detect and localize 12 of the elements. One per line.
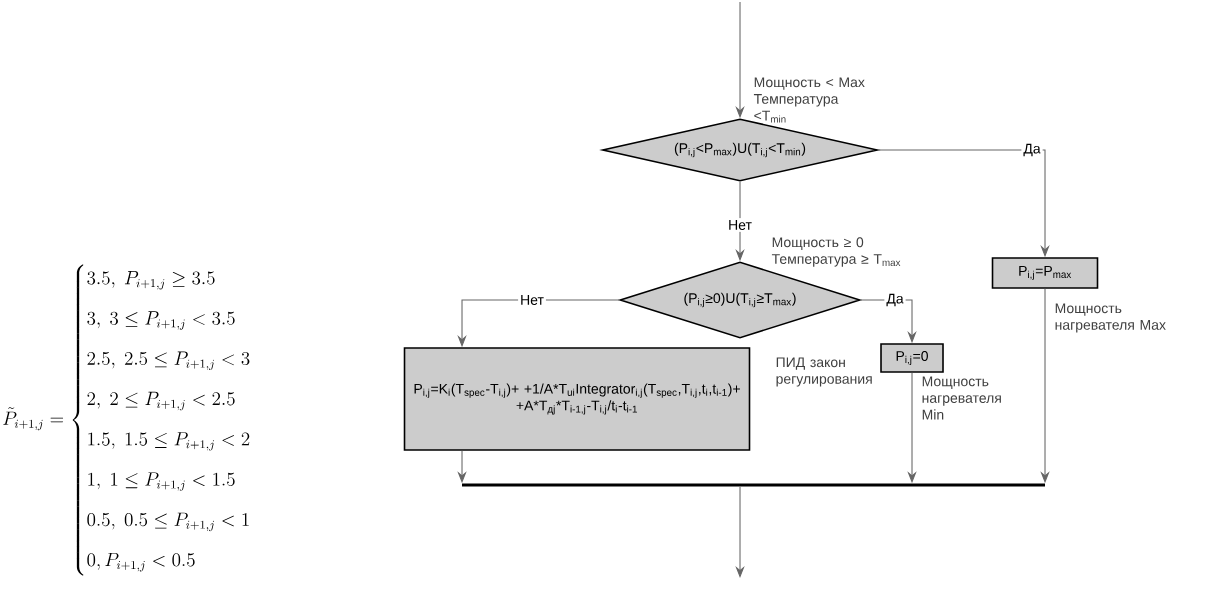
annotation-text: Мощность нагревателя Max bbox=[1055, 303, 1166, 333]
annotation-text: ПИД закон регулирования bbox=[776, 357, 872, 387]
edge-label: Да bbox=[1021, 141, 1043, 159]
formula: $\tilde{P}_{i+1,j}=\begin{cases}3.5,\ P_{i+1,j}\ge 3.5\\[11pt] 3,\ 3\le P_{i+1,j}<3.5\\[11pt] 2.5,\ 2.5\le P_{i+1,j}<3\\[11pt] 2,\ 2\le P_{i+1,j}<2.5\\[11pt] 1.5,\ 1.5\le P_{i+1,j}<2\\[11pt] 1,\ 1\le P_{i+1,j}<1.5\\[11pt] 0.5,\ 0.5\le P_{i+1,j}<1\\[11pt] 0,P_{i+1,j}<0.5\end{cases}$ bbox=[3, 264, 250, 576]
annotation-text: Мощность нагревателя Min bbox=[922, 376, 1001, 420]
edge-label: Нет bbox=[726, 218, 754, 232]
process-box: P$_{i,j}$=P$_{max}$ bbox=[991, 257, 1099, 289]
merge-bar bbox=[462, 483, 1045, 487]
edge-label: Да bbox=[884, 291, 906, 309]
process-box: P$_{i,j}$=K$_{i}$(T$_{spec}$-T$_{i,j}$)+ +1/A*T$_{ui}$Integrator$_{i,j}$(T$_{spec}$,T$_{i,j}$,t$_{i}$,t$_{i-1}$)+ +A*T$_{дj}$*T$_{i-1,j}$-T$_{i,j}$/t$_{i}$-t$_{i-1}$ bbox=[403, 347, 751, 451]
process-box: P$_{i,j}$=0 bbox=[880, 343, 944, 373]
edge-label: Нет bbox=[518, 293, 546, 307]
